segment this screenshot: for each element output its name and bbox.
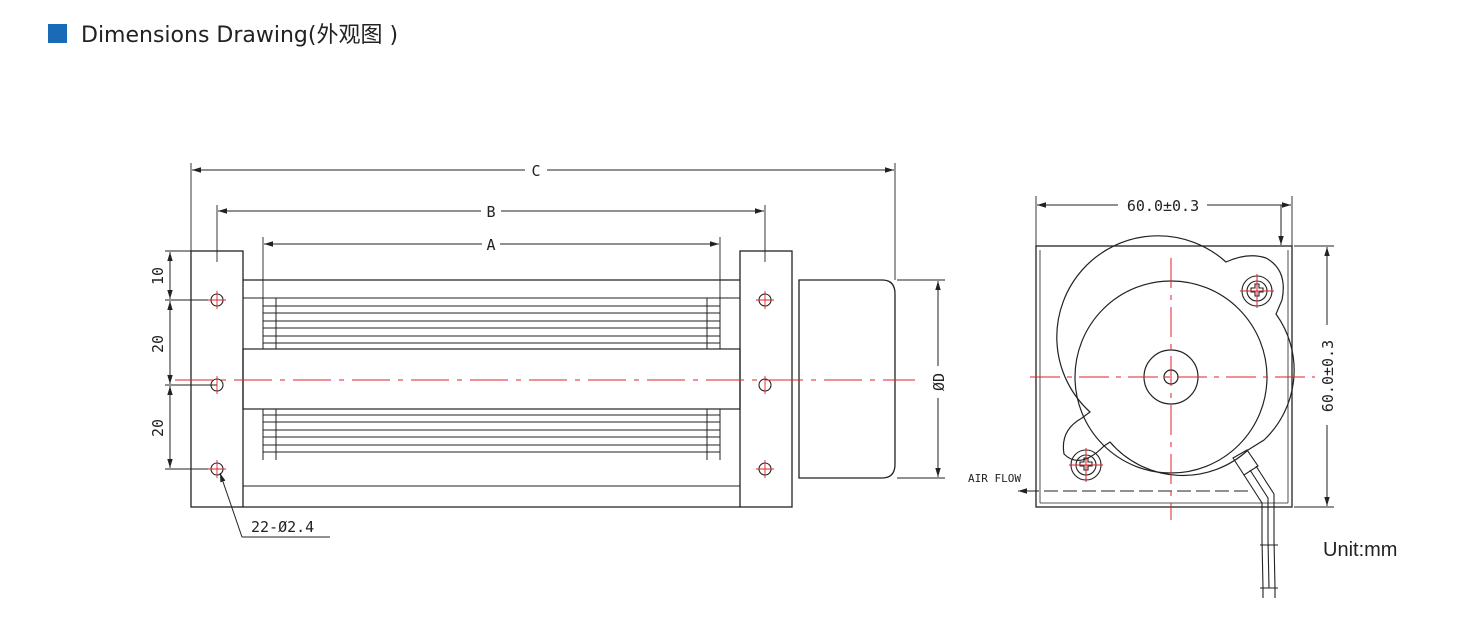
front-view-labels: C B A ØD 10 20 20 22-Ø2.4: [149, 161, 948, 536]
side-centerlines: [1030, 258, 1315, 520]
unit-label: Unit:mm: [1323, 539, 1398, 561]
hole-spacing-label: 20: [149, 335, 167, 353]
motor-can: [798, 279, 896, 479]
hole-spacing-label: 20: [149, 419, 167, 437]
dimension-width: [1037, 202, 1291, 245]
front-view: [165, 163, 945, 538]
side-view-labels: 60.0±0.3 60.0±0.3 AIR FLOW: [968, 197, 1337, 485]
dimension-b-label: B: [486, 203, 495, 221]
motor-flange: [1056, 235, 1295, 477]
dimension-diameter: [897, 279, 945, 479]
shaft-band: [242, 348, 741, 410]
hole-callout-leader: [219, 472, 330, 538]
side-height-label: 60.0±0.3: [1319, 340, 1337, 412]
side-width-label: 60.0±0.3: [1127, 197, 1199, 215]
air-flow-label: AIR FLOW: [968, 472, 1021, 485]
hole-spacing-label: 10: [149, 267, 167, 285]
impeller-blades-lower: [262, 409, 721, 460]
dimension-a-label: A: [486, 236, 495, 254]
section-marker-icon: [48, 23, 67, 43]
page-header: Dimensions Drawing(外观图 ): [48, 18, 398, 48]
page-title: Dimensions Drawing(外观图 ): [81, 23, 399, 48]
hole-callout-label: 22-Ø2.4: [251, 518, 314, 536]
lead-wires: [1232, 449, 1278, 598]
impeller-blades-upper: [262, 298, 721, 349]
side-view: [1018, 196, 1334, 598]
dimension-diameter-label: ØD: [930, 373, 948, 391]
dimension-c-label: C: [531, 162, 540, 180]
